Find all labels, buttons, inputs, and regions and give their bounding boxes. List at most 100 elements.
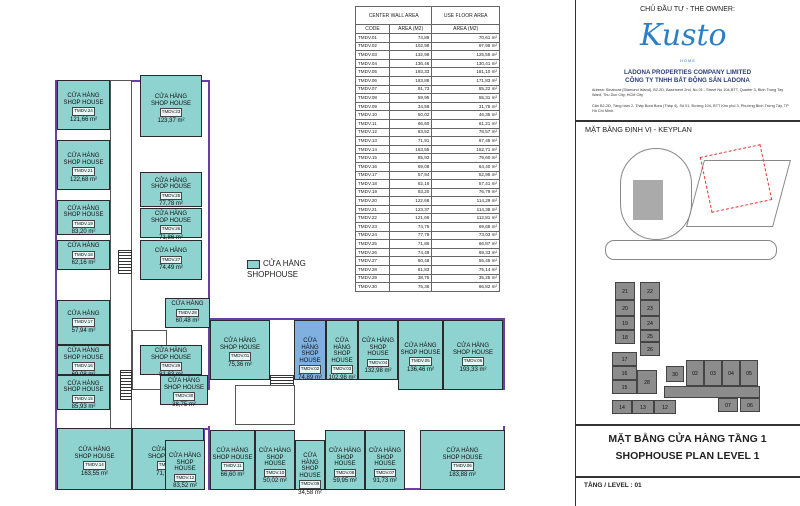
table-cell-code: TMDV.22	[355, 213, 390, 224]
legend-label: CỬA HÀNG	[263, 259, 306, 268]
table-cell-code: TMDV.06	[355, 75, 390, 86]
unit-code: TMDV.15	[72, 394, 95, 403]
unit-code-wrap: TMDV.06	[444, 356, 502, 367]
table-cell-area: 183,88	[388, 75, 433, 86]
site-road-south	[605, 240, 777, 260]
keyplan-block: 26	[640, 342, 660, 356]
table-cell-code: TMDV.01	[355, 33, 390, 43]
unit-area: 102,98 m²	[328, 374, 356, 381]
unit-code: TMDV.16	[72, 362, 95, 371]
unit-type-en: SHOP HOUSE	[63, 159, 104, 166]
table-cell-use-area: 152,71 m²	[431, 144, 500, 155]
panel-divider-3	[575, 476, 800, 478]
table-cell-area: 132,98	[388, 50, 433, 60]
unit-type-en: SHOP HOUSE	[63, 354, 104, 361]
keyplan-block: 19	[615, 316, 635, 330]
unit-code: TMDV.06	[461, 357, 485, 366]
unit-code: TMDV.14	[83, 461, 106, 470]
unit-type-en: SHOP HOUSE	[63, 99, 104, 106]
unit-type-en: SHOP HOUSE	[174, 459, 196, 473]
table-cell-use-area: 70,61 m²	[431, 33, 500, 43]
unit-type-vn: CỬA HÀNG	[368, 448, 402, 454]
company-name-en: LADONA PROPERTIES COMPANY LIMITED	[623, 69, 752, 76]
table-header-center-wall: CENTER WALL AREA	[354, 6, 433, 25]
keyplan-title: MẶT BẰNG ĐỊNH VỊ - KEYPLAN	[585, 125, 692, 134]
unit-code-wrap: TMDV.07	[366, 468, 404, 479]
unit-code-wrap: TMDV.25	[141, 191, 201, 202]
unit-code: TMDV.11	[221, 462, 244, 471]
unit-code-wrap: TMDV.24	[58, 106, 109, 117]
unit-type-en: SHOP HOUSE	[299, 466, 321, 479]
unit-type-vn: CỬA HÀNG	[67, 243, 100, 249]
company-address-en: Adress: Sinabora (Diamond Island), B2-2D…	[592, 88, 784, 97]
unit-type-vn: CỬA HÀNG	[361, 338, 395, 344]
keyplan-block: 25	[640, 330, 660, 342]
table-cell-code: TMDV.18	[355, 179, 390, 189]
keyplan-block: 03	[704, 360, 722, 386]
unit-type-vn: CỬA HÀNG	[168, 453, 202, 459]
unit-code: TMDV.03	[330, 365, 354, 374]
unit-code-wrap: TMDV.17	[58, 317, 109, 328]
unit-area: 136,46 m²	[406, 366, 434, 373]
keyplan-block: 30	[666, 366, 684, 382]
unit-type-vn: CỬA HÀNG	[67, 205, 100, 212]
unit-code: TMDV.01	[228, 352, 252, 361]
unit-type-vn: CỬA HÀNG	[167, 378, 201, 384]
table-cell-area: 74,75	[388, 222, 433, 232]
unit-code-wrap: TMDV.10	[256, 468, 294, 479]
plan-title-vn: MẶT BẰNG CỬA HÀNG TẦNG 1	[608, 433, 767, 445]
unit-type-vn: CỬA HÀNG	[258, 448, 292, 454]
keyplan-block: 18	[615, 330, 635, 344]
unit-code: TMDV.27	[159, 255, 183, 264]
unit-code-wrap: TMDV.01	[211, 351, 269, 362]
table-cell-code: TMDV.08	[355, 93, 390, 103]
table-cell-area: 81,83	[388, 265, 433, 275]
unit-area: 163,55 m²	[80, 470, 108, 477]
level-label: TẦNG / LEVEL : 01	[584, 482, 642, 489]
unit-type-en: SHOP HOUSE	[151, 100, 191, 107]
table-cell-area: 83,52	[388, 127, 433, 138]
unit-type-vn: CỬA HÀNG	[171, 301, 204, 307]
table-cell-area: 74,89	[388, 33, 433, 43]
owner-label: CHỦ ĐẦU TƯ - THE OWNER:	[640, 6, 735, 13]
unit-type-vn: CỬA HÀNG	[154, 248, 188, 254]
keyplan-block: 13	[632, 400, 654, 414]
unit-type-vn: CỬA HÀNG	[456, 343, 490, 349]
unit-area: 81,83 m²	[141, 372, 201, 379]
table-cell-use-area: 114,38 m²	[431, 204, 500, 215]
unit-type-vn: CỬA HÀNG	[333, 338, 351, 351]
table-cell-use-area: 114,29 m²	[431, 196, 500, 206]
unit-code: TMDV.28	[176, 308, 199, 317]
table-cell-use-area: 64,40 m²	[431, 161, 500, 172]
unit-area: 60,48 m²	[175, 318, 200, 324]
unit-type-en: SHOP HOUSE	[74, 453, 115, 460]
unit-code-wrap: TMDV.29	[141, 361, 201, 372]
unit-type-vn: CỬA HÀNG	[404, 343, 437, 349]
keyplan-block: 28	[637, 370, 657, 394]
keyplan-block: 02	[686, 360, 704, 386]
unit-code-wrap: TMDV.12	[166, 473, 204, 484]
keyplan-block: 24	[640, 316, 660, 330]
keyplan-block: 16	[612, 366, 637, 380]
table-cell-use-area: 46,35 m²	[431, 110, 500, 120]
unit-code-wrap: TMDV.18	[58, 250, 109, 261]
